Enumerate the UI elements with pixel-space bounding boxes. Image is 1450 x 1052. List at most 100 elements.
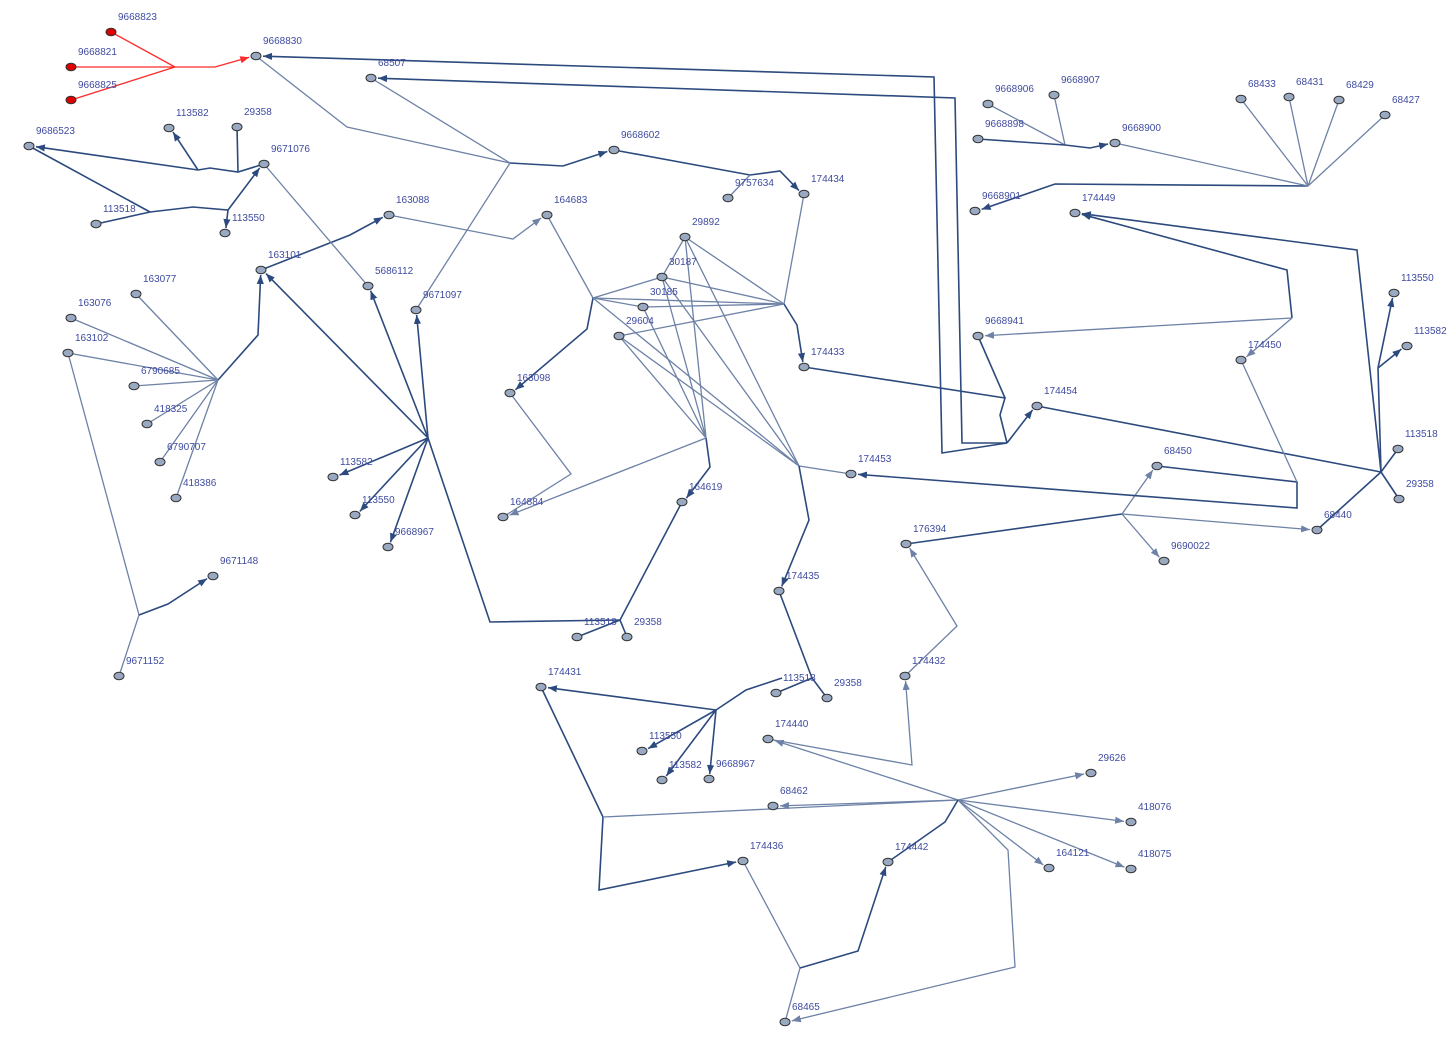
graph-node[interactable]: 113550 bbox=[1388, 273, 1434, 298]
graph-node[interactable]: 29626 bbox=[1085, 753, 1126, 778]
node-marker[interactable] bbox=[1125, 864, 1137, 874]
node-marker[interactable] bbox=[90, 219, 102, 229]
node-marker[interactable] bbox=[969, 206, 981, 216]
node-marker[interactable] bbox=[656, 775, 668, 785]
graph-node[interactable]: 174442 bbox=[882, 842, 929, 867]
node-marker[interactable] bbox=[1125, 817, 1137, 827]
graph-node[interactable]: 9668967 bbox=[703, 759, 755, 784]
graph-node[interactable]: 9668898 bbox=[972, 119, 1024, 144]
graph-node[interactable]: 174450 bbox=[1235, 340, 1282, 365]
graph-node[interactable]: 164121 bbox=[1043, 848, 1090, 873]
graph-node[interactable]: 9757634 bbox=[722, 178, 774, 203]
graph-node[interactable]: 29358 bbox=[1393, 479, 1434, 504]
node-marker[interactable] bbox=[65, 62, 77, 72]
graph-node[interactable]: 174433 bbox=[798, 347, 845, 372]
graph-node[interactable]: 9690022 bbox=[1158, 541, 1210, 566]
node-marker[interactable] bbox=[1283, 92, 1295, 102]
node-marker[interactable] bbox=[1393, 494, 1405, 504]
graph-node[interactable]: 164884 bbox=[497, 497, 544, 522]
node-marker[interactable] bbox=[798, 362, 810, 372]
graph-node[interactable]: 113582 bbox=[327, 457, 373, 482]
node-marker[interactable] bbox=[845, 469, 857, 479]
node-marker[interactable] bbox=[255, 265, 267, 275]
node-marker[interactable] bbox=[798, 189, 810, 199]
node-marker[interactable] bbox=[779, 1017, 791, 1027]
node-marker[interactable] bbox=[1235, 94, 1247, 104]
graph-node[interactable]: 9671152 bbox=[113, 656, 165, 681]
graph-node[interactable]: 163088 bbox=[383, 195, 430, 220]
graph-node[interactable]: 29358 bbox=[821, 678, 862, 703]
graph-node[interactable]: 113518 bbox=[770, 673, 816, 698]
graph-node[interactable]: 9668907 bbox=[1048, 75, 1100, 100]
graph-node[interactable]: 174453 bbox=[845, 454, 892, 479]
node-marker[interactable] bbox=[504, 388, 516, 398]
graph-node[interactable]: 30185 bbox=[637, 287, 678, 312]
graph-node[interactable]: 29358 bbox=[621, 617, 662, 642]
graph-node[interactable]: 68429 bbox=[1333, 80, 1374, 105]
node-marker[interactable] bbox=[1392, 444, 1404, 454]
graph-node[interactable]: 68431 bbox=[1283, 77, 1324, 102]
node-marker[interactable] bbox=[571, 632, 583, 642]
node-marker[interactable] bbox=[762, 734, 774, 744]
node-marker[interactable] bbox=[1333, 95, 1345, 105]
node-marker[interactable] bbox=[900, 539, 912, 549]
node-marker[interactable] bbox=[250, 51, 262, 61]
node-marker[interactable] bbox=[767, 801, 779, 811]
graph-node[interactable]: 174432 bbox=[899, 656, 946, 681]
graph-node[interactable]: 68450 bbox=[1151, 446, 1192, 471]
node-marker[interactable] bbox=[1109, 138, 1121, 148]
node-marker[interactable] bbox=[219, 228, 231, 238]
node-marker[interactable] bbox=[770, 688, 782, 698]
node-marker[interactable] bbox=[679, 232, 691, 242]
node-marker[interactable] bbox=[1151, 461, 1163, 471]
graph-node[interactable]: 6790707 bbox=[154, 442, 206, 467]
node-marker[interactable] bbox=[1379, 110, 1391, 120]
graph-node[interactable]: 113582 bbox=[656, 760, 702, 785]
graph-node[interactable]: 9671076 bbox=[258, 144, 310, 169]
node-marker[interactable] bbox=[608, 145, 620, 155]
graph-node[interactable]: 9668901 bbox=[969, 191, 1021, 216]
node-marker[interactable] bbox=[105, 27, 117, 37]
graph-node[interactable]: 174434 bbox=[798, 174, 845, 199]
graph-node[interactable]: 113550 bbox=[636, 731, 682, 756]
graph-node[interactable]: 418075 bbox=[1125, 849, 1172, 874]
node-marker[interactable] bbox=[349, 510, 361, 520]
graph-node[interactable]: 174449 bbox=[1069, 193, 1116, 218]
graph-node[interactable]: 418325 bbox=[141, 404, 188, 429]
graph-node[interactable]: 68462 bbox=[767, 786, 808, 811]
node-marker[interactable] bbox=[821, 693, 833, 703]
graph-node[interactable]: 9668602 bbox=[608, 130, 660, 155]
node-marker[interactable] bbox=[541, 210, 553, 220]
node-marker[interactable] bbox=[703, 774, 715, 784]
node-marker[interactable] bbox=[365, 73, 377, 83]
graph-node[interactable]: 9668821 bbox=[65, 47, 117, 72]
graph-node[interactable]: 9686523 bbox=[23, 126, 75, 151]
node-marker[interactable] bbox=[207, 571, 219, 581]
node-marker[interactable] bbox=[362, 281, 374, 291]
graph-node[interactable]: 163098 bbox=[504, 373, 551, 398]
graph-node[interactable]: 68440 bbox=[1311, 510, 1352, 535]
node-marker[interactable] bbox=[972, 331, 984, 341]
node-marker[interactable] bbox=[1235, 355, 1247, 365]
node-marker[interactable] bbox=[773, 586, 785, 596]
node-marker[interactable] bbox=[327, 472, 339, 482]
node-marker[interactable] bbox=[410, 305, 422, 315]
node-marker[interactable] bbox=[676, 497, 688, 507]
node-marker[interactable] bbox=[621, 632, 633, 642]
node-marker[interactable] bbox=[636, 746, 648, 756]
node-marker[interactable] bbox=[1031, 401, 1043, 411]
graph-node[interactable]: 174436 bbox=[737, 841, 784, 866]
graph-node[interactable]: 68507 bbox=[365, 58, 406, 83]
graph-node[interactable]: 163102 bbox=[62, 333, 109, 358]
node-marker[interactable] bbox=[231, 122, 243, 132]
graph-node[interactable]: 174454 bbox=[1031, 386, 1078, 411]
graph-node[interactable]: 174431 bbox=[535, 667, 582, 692]
node-marker[interactable] bbox=[1069, 208, 1081, 218]
graph-node[interactable]: 9671148 bbox=[207, 556, 259, 581]
node-marker[interactable] bbox=[899, 671, 911, 681]
graph-node[interactable]: 113518 bbox=[1392, 429, 1438, 454]
node-marker[interactable] bbox=[170, 493, 182, 503]
graph-node[interactable]: 113518 bbox=[90, 204, 136, 229]
graph-node[interactable]: 30187 bbox=[656, 257, 697, 282]
node-marker[interactable] bbox=[1048, 90, 1060, 100]
